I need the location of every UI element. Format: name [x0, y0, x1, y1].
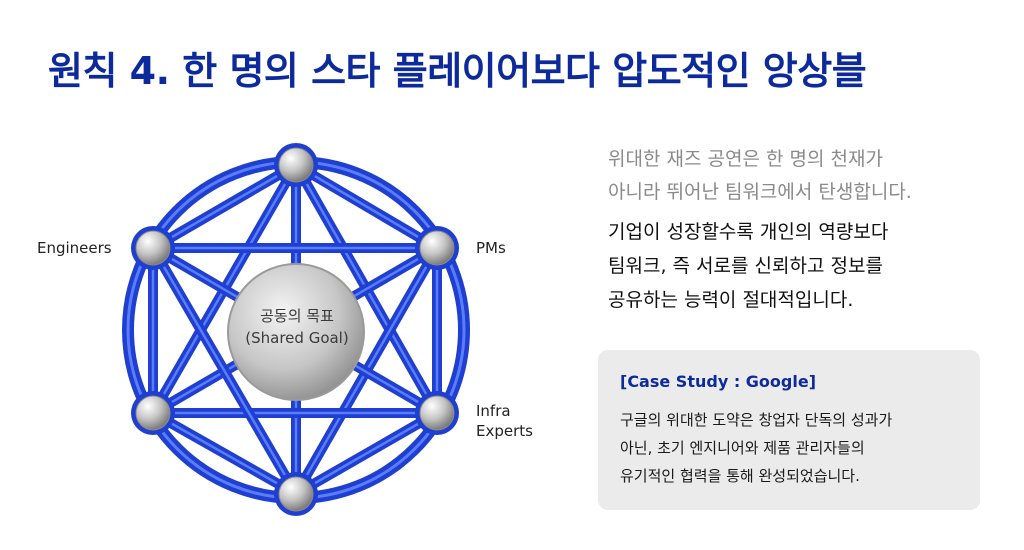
case-study-line-1: 구글의 위대한 도약은 창업자 단독의 성과가: [620, 411, 893, 429]
intro-text: 위대한 재즈 공연은 한 명의 천재가 아니라 뛰어난 팀워크에서 탄생합니다.: [608, 143, 1008, 209]
case-study-title: [Case Study : Google]: [620, 372, 816, 391]
team-network-diagram: 공동의 목표 (Shared Goal) Engineers PMs Infra…: [0, 120, 560, 550]
main-text: 기업이 성장할수록 개인의 역량보다 팀워크, 즉 서로를 신뢰하고 정보를 공…: [608, 215, 1008, 317]
pms-label: PMs: [476, 239, 506, 257]
main-line-3: 공유하는 능력이 절대적입니다.: [608, 289, 854, 311]
node-lower-left: [135, 395, 171, 431]
case-study-line-2: 아닌, 초기 엔지니어와 제품 관리자들의: [620, 439, 865, 457]
main-line-2: 팀워크, 즉 서로를 신뢰하고 정보를: [608, 255, 883, 277]
case-study-box: [Case Study : Google] 구글의 위대한 도약은 창업자 단독…: [598, 350, 980, 510]
network-link-highlight: [151, 411, 298, 496]
network-link-highlight: [294, 163, 439, 250]
network-nodes: [131, 143, 459, 516]
shared-goal-korean: 공동의 목표: [260, 307, 334, 325]
node-top: [278, 147, 314, 183]
intro-line-1: 위대한 재즈 공연은 한 명의 천재가: [608, 148, 883, 170]
case-study-line-3: 유기적인 협력을 통해 완성되었습니다.: [620, 467, 860, 485]
network-link-highlight: [151, 163, 298, 250]
shared-goal-circle: [227, 263, 365, 401]
infra-label-line2: Experts: [476, 422, 533, 440]
shared-goal-label: 공동의 목표 (Shared Goal): [232, 305, 362, 349]
engineers-label: Engineers: [37, 239, 112, 257]
infra-experts-label: Infra Experts: [476, 401, 533, 441]
network-link-highlight: [294, 411, 439, 496]
page-title: 원칙 4. 한 명의 스타 플레이어보다 압도적인 앙상블: [48, 49, 867, 93]
node-lower-right: [419, 395, 455, 431]
network-links: [122, 156, 470, 504]
node-upper-right: [419, 230, 455, 266]
infra-label-line1: Infra: [476, 402, 511, 420]
network-graph: [122, 143, 470, 516]
network-link-highlight: [151, 246, 298, 496]
main-line-1: 기업이 성장할수록 개인의 역량보다: [608, 221, 889, 243]
intro-line-2: 아니라 뛰어난 팀워크에서 탄생합니다.: [608, 181, 912, 203]
node-upper-left: [135, 230, 171, 266]
node-bottom: [278, 476, 314, 512]
case-study-body: 구글의 위대한 도약은 창업자 단독의 성과가 아닌, 초기 엔지니어와 제품 …: [620, 406, 965, 490]
shared-goal-english: (Shared Goal): [245, 329, 349, 347]
